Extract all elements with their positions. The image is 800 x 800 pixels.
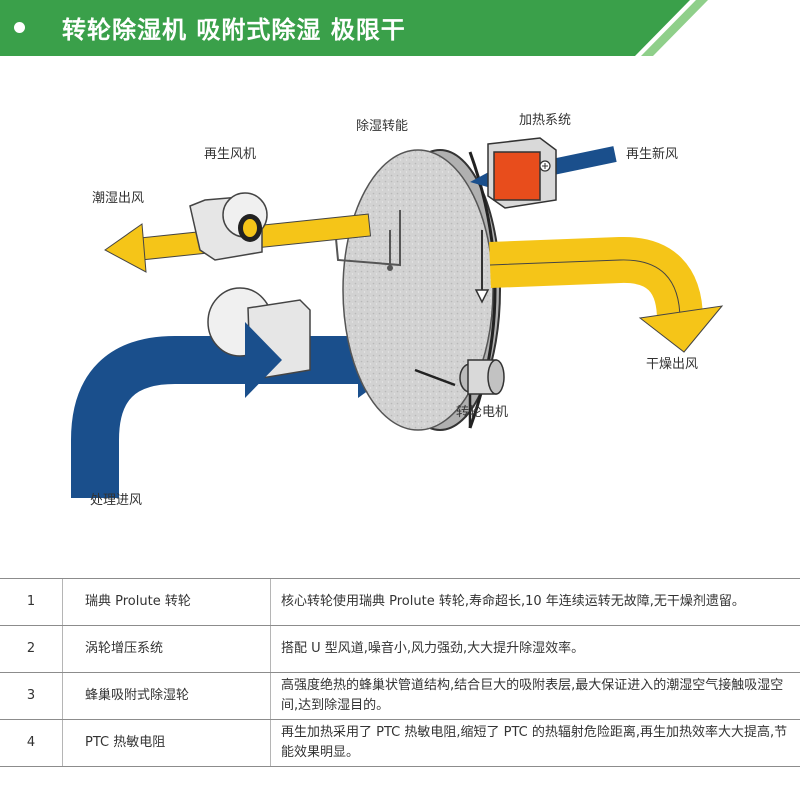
header-banner: 转轮除湿机 吸附式除湿 极限干 (0, 0, 800, 56)
label-humid-outlet: 潮湿出风 (92, 191, 144, 206)
row-number: 4 (0, 719, 63, 767)
label-regen-fresh-air: 再生新风 (626, 146, 678, 162)
regen-fan (189, 192, 268, 261)
label-dry-outlet: 干燥出风 (646, 357, 698, 372)
table-row: 2 涡轮增压系统 搭配 U 型风道,噪音小,风力强劲,大大提升除湿效率。 (0, 625, 800, 673)
heater-box (487, 137, 557, 209)
label-regen-fan: 再生风机 (204, 147, 256, 162)
row-name: 涡轮增压系统 (62, 625, 271, 673)
row-description: 核心转轮使用瑞典 Prolute 转轮,寿命超长,10 年连续运转无故障,无干燥… (270, 578, 800, 626)
spec-table: 1 瑞典 Prolute 转轮 核心转轮使用瑞典 Prolute 转轮,寿命超长… (0, 578, 800, 767)
row-number: 3 (0, 672, 63, 720)
label-heater: 加热系统 (519, 113, 571, 128)
row-name: 蜂巢吸附式除湿轮 (62, 672, 271, 720)
table-row: 1 瑞典 Prolute 转轮 核心转轮使用瑞典 Prolute 转轮,寿命超长… (0, 578, 800, 626)
row-number: 1 (0, 578, 63, 626)
header-bullet (14, 22, 25, 33)
row-description: 搭配 U 型风道,噪音小,风力强劲,大大提升除湿效率。 (270, 625, 800, 673)
row-name: 瑞典 Prolute 转轮 (62, 578, 271, 626)
label-rotor-motor: 转轮电机 (456, 405, 508, 420)
header-background (0, 0, 708, 56)
table-row: 3 蜂巢吸附式除湿轮 高强度绝热的蜂巢状管道结构,结合巨大的吸附表层,最大保证进… (0, 672, 800, 720)
dry-air-duct (489, 236, 724, 353)
dehumidifier-diagram: 除湿转能 加热系统 再生风机 再生新风 潮湿出风 干燥出风 转轮电机 处理进风 (71, 113, 724, 508)
row-name: PTC 热敏电阻 (62, 719, 271, 767)
table-row: 4 PTC 热敏电阻 再生加热采用了 PTC 热敏电阻,缩短了 PTC 的热辐射… (0, 719, 800, 767)
process-fan (207, 287, 311, 398)
label-rotor: 除湿转能 (356, 119, 408, 134)
label-process-inlet: 处理进风 (90, 493, 142, 508)
row-description: 高强度绝热的蜂巢状管道结构,结合巨大的吸附表层,最大保证进入的潮湿空气接触吸湿空… (270, 672, 800, 720)
page-title: 转轮除湿机 吸附式除湿 极限干 (62, 16, 406, 44)
row-description: 再生加热采用了 PTC 热敏电阻,缩短了 PTC 的热辐射危险距离,再生加热效率… (270, 719, 800, 767)
rotor-motor (414, 359, 505, 428)
row-number: 2 (0, 625, 63, 673)
